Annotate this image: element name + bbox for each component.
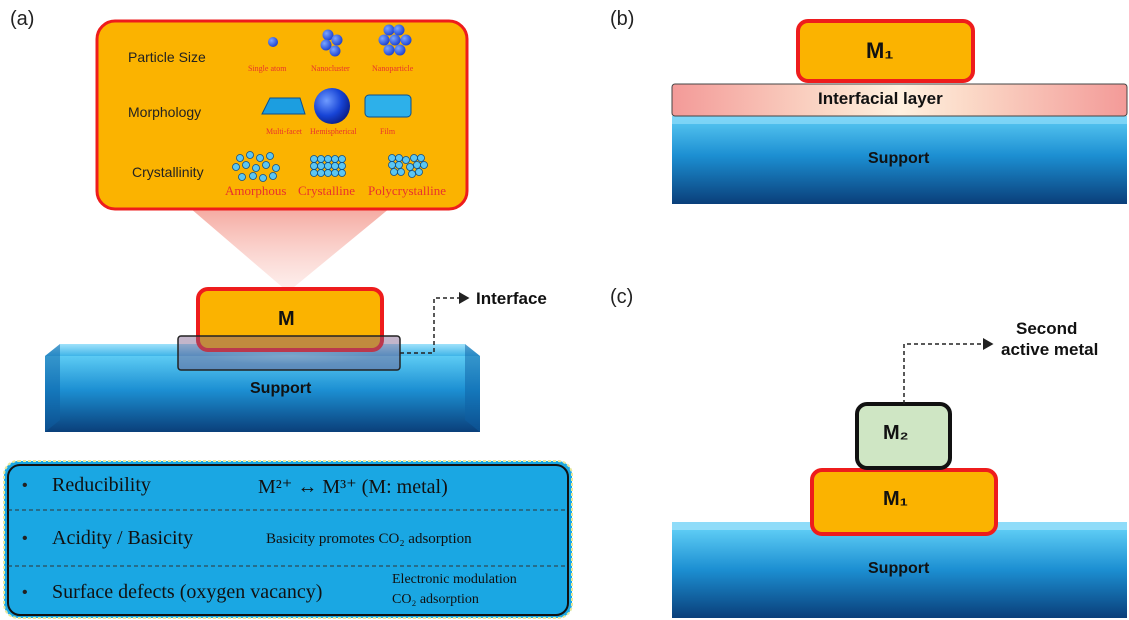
property-name: Surface defects (oxygen vacancy): [52, 581, 323, 603]
bullet: •: [22, 477, 28, 494]
label-nanoparticle: Nanoparticle: [372, 64, 414, 73]
row-label-particle-size: Particle Size: [128, 49, 206, 65]
support-label-b: Support: [868, 150, 930, 167]
interfacial-layer-label: Interfacial layer: [818, 89, 943, 108]
property-row-surface-defects: • Surface defects (oxygen vacancy) Elect…: [8, 566, 568, 615]
property-row-acidity: • Acidity / Basicity Basicity promotes C…: [8, 510, 568, 566]
property-name: Acidity / Basicity: [52, 527, 194, 549]
polycrystalline-icon: [388, 154, 428, 178]
property-row-reducibility: • Reducibility M²⁺ ↔ M³⁺ (M: metal): [8, 465, 568, 510]
bullet: •: [22, 584, 28, 601]
property-desc: M²⁺ ↔ M³⁺ (M: metal): [258, 476, 448, 498]
label-crystalline: Crystalline: [298, 183, 356, 198]
label-amorphous: Amorphous: [225, 183, 287, 198]
support-label-c: Support: [868, 560, 930, 577]
metal-label-c1: M₁: [883, 488, 908, 510]
support-label-a: Support: [250, 380, 312, 397]
metal-particle-b: [796, 19, 975, 83]
crystalline-icon: [310, 155, 346, 177]
support-slab-b: [672, 116, 1127, 204]
interface-label: Interface: [476, 289, 547, 308]
properties-box: [7, 464, 569, 616]
interface-arrow: [400, 292, 470, 354]
bullet: •: [22, 530, 28, 547]
amorphous-icon: [232, 151, 280, 182]
panel-label-b: (b): [610, 8, 635, 30]
property-desc-line2: CO₂ adsorption: [392, 592, 479, 607]
metal-label-c2: M₂: [883, 422, 909, 444]
panel-label-a: (a): [10, 8, 35, 30]
callout-box: [95, 19, 469, 211]
property-desc-line1: Electronic modulation: [392, 572, 517, 587]
label-polycrystalline: Polycrystalline: [368, 183, 446, 198]
property-name: Reducibility: [52, 474, 151, 496]
second-metal-label-line1: Second: [1016, 319, 1078, 338]
label-nanocluster: Nanocluster: [311, 64, 350, 73]
label-single-atom: Single atom: [248, 64, 287, 73]
label-multi-facet: Multi-facet: [266, 127, 302, 136]
zoom-cone: [190, 208, 390, 292]
metal-label-a: M: [278, 308, 295, 330]
second-metal-arrow: [903, 338, 994, 404]
property-desc: Basicity promotes CO₂ adsorption: [266, 531, 472, 547]
single-atom-icon: [268, 37, 278, 47]
metal-label-b: M₁: [866, 38, 894, 63]
label-hemispherical: Hemispherical: [310, 127, 357, 136]
label-film: Film: [380, 127, 396, 136]
metal-particle-a: [196, 287, 384, 352]
multi-facet-icon: [261, 97, 306, 115]
hemispherical-icon: [314, 88, 350, 124]
interface-highlight-box: [177, 335, 401, 371]
nanocluster-icon: [320, 29, 343, 57]
interfacial-layer: [671, 83, 1128, 117]
row-label-morphology: Morphology: [128, 104, 202, 120]
second-metal-label-line2: active metal: [1001, 340, 1099, 359]
film-icon: [364, 94, 412, 118]
panel-label-c: (c): [610, 286, 634, 308]
row-label-crystallinity: Crystallinity: [132, 164, 204, 180]
nanoparticle-icon: [378, 24, 412, 56]
